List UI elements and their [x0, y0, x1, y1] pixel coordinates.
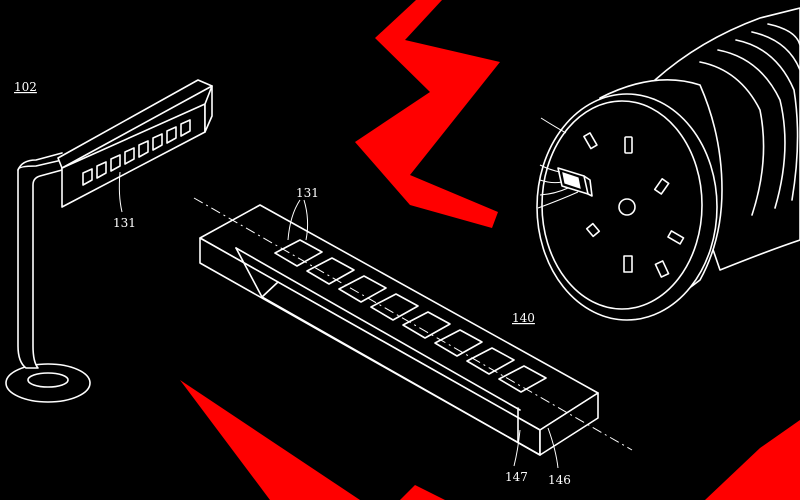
- bulb-switch: [557, 167, 593, 197]
- lamp-pole: [17, 159, 63, 369]
- bar-part-a-label: 147: [505, 470, 528, 484]
- red-shape-bottom-middle: [400, 485, 445, 500]
- bulb-threaded-rear: [654, 7, 800, 271]
- lamp-head-end: [204, 85, 213, 133]
- bulb-pin-slots: [583, 132, 685, 278]
- led-bar-module: 131 140 147 146: [193, 186, 633, 487]
- bar-ref-label: 140: [512, 311, 535, 325]
- bulb-socket: [536, 7, 800, 321]
- red-lightning-top: [355, 0, 500, 228]
- bar-end-face: [539, 392, 599, 456]
- bar-lens-array: [274, 239, 547, 393]
- bar-center-axis: [193, 197, 633, 451]
- red-lightning-bottom: [180, 380, 360, 500]
- bulb-threads: [699, 23, 800, 216]
- lamp-lens-ref-label: 131: [113, 216, 136, 230]
- lamp-base: [5, 363, 91, 403]
- bulb-face: [536, 93, 718, 321]
- bar-lens-ref-label: 131: [296, 186, 319, 200]
- street-lamp: 102 131: [5, 79, 213, 403]
- bar-part-b-label: 146: [548, 473, 571, 487]
- bulb-center-hole: [618, 198, 636, 216]
- lamp-ref-label: 102: [14, 80, 37, 94]
- red-shape-bottom-right: [705, 420, 800, 500]
- lamp-lens-array: [82, 119, 191, 186]
